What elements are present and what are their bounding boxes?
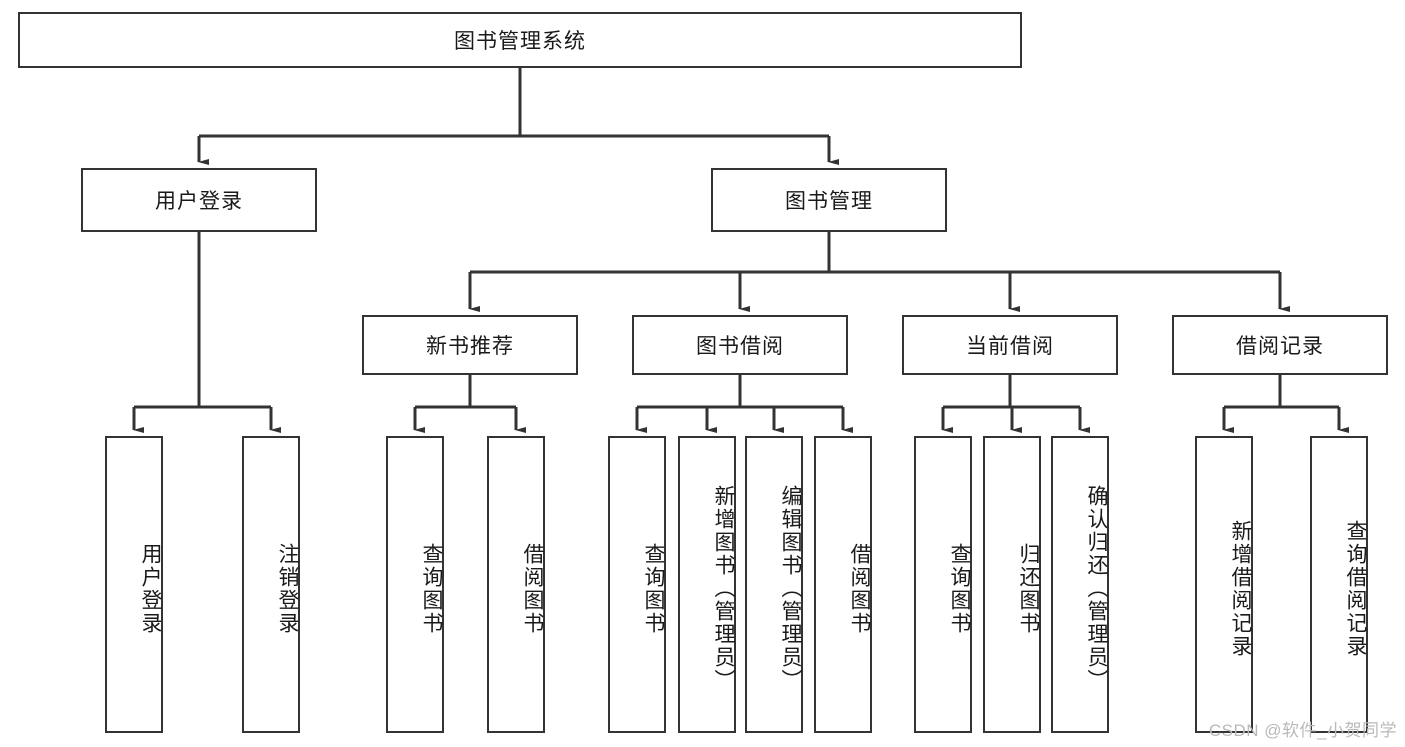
leaf-book-borrow-query-book[interactable]: 查询图书	[608, 436, 666, 733]
leaf-borrow-record-query-record[interactable]: 查询借阅记录	[1310, 436, 1368, 733]
node-label: 确认归还（管理员）	[1085, 485, 1108, 692]
node-new-book-recommend[interactable]: 新书推荐	[362, 315, 578, 375]
node-label: 新增借阅记录	[1229, 519, 1252, 658]
node-label: 新增图书（管理员）	[712, 485, 735, 692]
node-label: 用户登录	[139, 542, 162, 635]
node-book-borrow[interactable]: 图书借阅	[632, 315, 848, 375]
node-label: 新书推荐	[426, 335, 514, 358]
leaf-book-borrow-add-book-admin[interactable]: 新增图书（管理员）	[678, 436, 736, 733]
leaf-borrow-record-add-record[interactable]: 新增借阅记录	[1195, 436, 1253, 733]
leaf-book-borrow-borrow-book[interactable]: 借阅图书	[814, 436, 872, 733]
node-label: 图书管理系统	[454, 30, 586, 53]
leaf-user-login-logout[interactable]: 注销登录	[242, 436, 300, 733]
node-book-management[interactable]: 图书管理	[711, 168, 947, 232]
node-label: 借阅记录	[1236, 335, 1324, 358]
leaf-user-login-login[interactable]: 用户登录	[105, 436, 163, 733]
node-label: 查询借阅记录	[1344, 519, 1367, 658]
leaf-new-book-borrow-book[interactable]: 借阅图书	[487, 436, 545, 733]
leaf-new-book-query-book[interactable]: 查询图书	[386, 436, 444, 733]
node-root-book-management-system[interactable]: 图书管理系统	[18, 12, 1022, 68]
csdn-watermark: CSDN @软件_小贺同学	[1208, 721, 1397, 740]
node-label: 图书管理	[785, 190, 873, 213]
node-label: 用户登录	[155, 190, 243, 213]
node-label: 查询图书	[948, 542, 971, 635]
node-label: 编辑图书（管理员）	[779, 485, 802, 692]
leaf-current-borrow-return-book[interactable]: 归还图书	[983, 436, 1041, 733]
node-current-borrow[interactable]: 当前借阅	[902, 315, 1118, 375]
leaf-book-borrow-edit-book-admin[interactable]: 编辑图书（管理员）	[745, 436, 803, 733]
node-label: 借阅图书	[521, 542, 544, 635]
node-label: 当前借阅	[966, 335, 1054, 358]
leaf-current-borrow-query-book[interactable]: 查询图书	[914, 436, 972, 733]
node-label: 查询图书	[420, 542, 443, 635]
node-label: 归还图书	[1017, 542, 1040, 635]
leaf-current-borrow-confirm-return-admin[interactable]: 确认归还（管理员）	[1051, 436, 1109, 733]
node-user-login[interactable]: 用户登录	[81, 168, 317, 232]
node-label: 借阅图书	[848, 542, 871, 635]
node-label: 查询图书	[642, 542, 665, 635]
node-borrow-record[interactable]: 借阅记录	[1172, 315, 1388, 375]
node-label: 注销登录	[276, 542, 299, 635]
node-label: 图书借阅	[696, 335, 784, 358]
